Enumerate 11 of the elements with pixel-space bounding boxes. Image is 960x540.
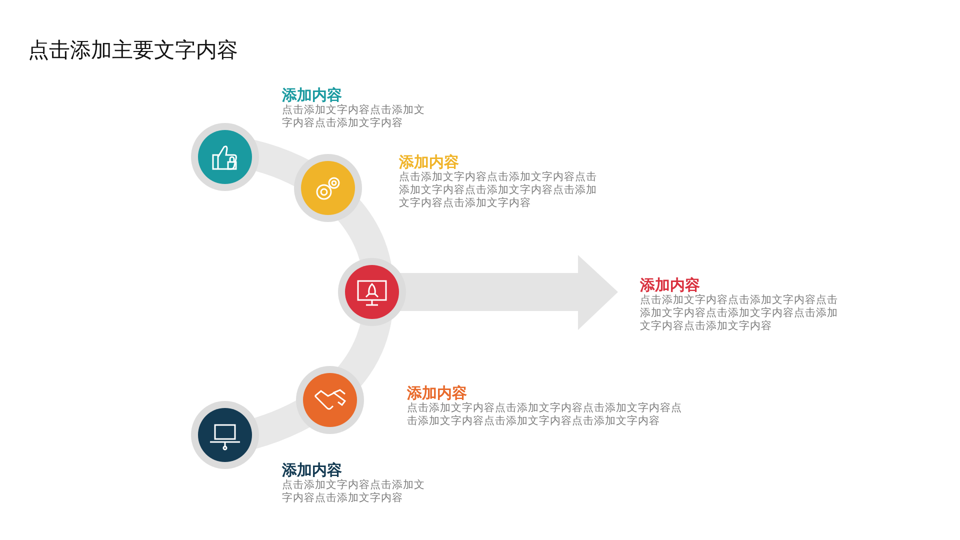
heading: 添加内容 [640, 276, 700, 294]
title: 点击添加主要文字内容 [28, 37, 238, 64]
description-text: 点击添加文字内容点击添加文字内容点击添加文字内容 [282, 479, 426, 505]
description-text: 点击添加文字内容点击添加文字内容点击添加文字内容点击添加文字内容点击添加文字内容点击添加文字内容 [640, 294, 839, 333]
heading: 添加内容 [282, 86, 342, 104]
heading: 添加内容 [407, 384, 467, 402]
description-text: 点击添加文字内容点击添加文字内容点击添加文字内容 [282, 104, 426, 130]
heading: 添加内容 [282, 461, 342, 479]
heading: 添加内容 [399, 153, 459, 171]
description-text: 点击添加文字内容点击添加文字内容点击添加文字内容点击添加文字内容点击添加文字内容点击添加文字内容 [407, 402, 683, 428]
description-text: 点击添加文字内容点击添加文字内容点击添加文字内容点击添加文字内容点击添加文字内容点击添加文字内容 [399, 171, 598, 210]
